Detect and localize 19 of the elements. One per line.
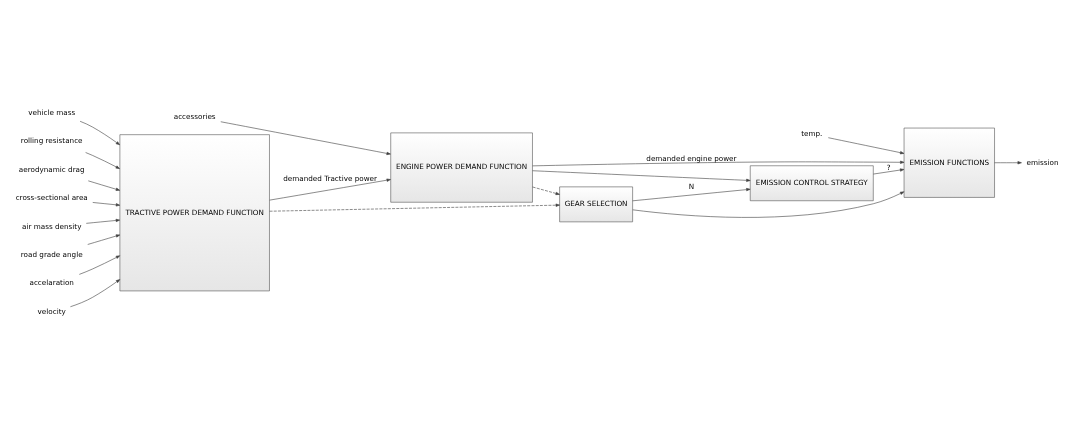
arrow — [632, 190, 905, 218]
arrow — [85, 151, 120, 169]
arrow — [532, 169, 751, 182]
arrow — [85, 218, 120, 224]
arrow — [70, 278, 121, 307]
arrow — [220, 120, 391, 155]
arrow — [994, 160, 1022, 164]
arrow — [269, 178, 391, 200]
arrow — [532, 186, 560, 195]
arrow — [269, 203, 560, 212]
arrow — [87, 233, 121, 245]
arrow — [79, 120, 120, 145]
arrow — [87, 180, 121, 191]
arrow — [532, 160, 905, 166]
arrow — [873, 167, 905, 174]
arrow — [79, 254, 121, 275]
arrow — [828, 136, 905, 154]
arrow — [92, 201, 121, 206]
arrow — [632, 187, 751, 201]
